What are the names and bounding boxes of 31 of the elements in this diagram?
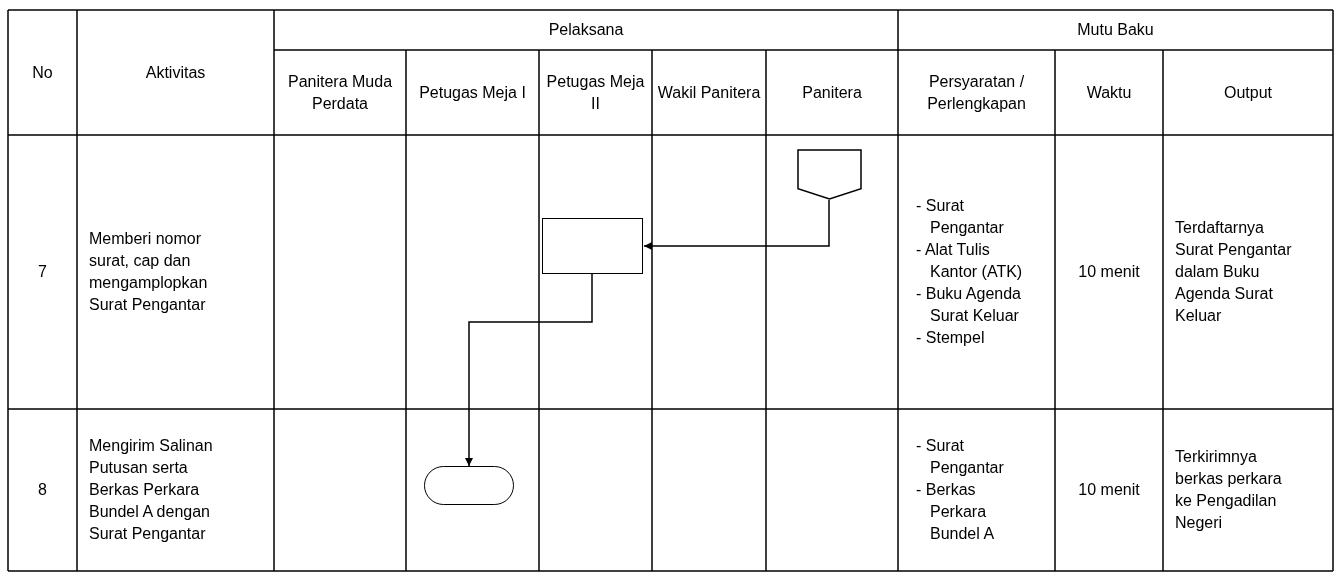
row-number: 7 <box>38 262 47 282</box>
column-group-header: Pelaksana <box>548 20 624 40</box>
duration-text: 10 menit <box>1078 480 1140 500</box>
process-box <box>542 218 643 274</box>
arrow <box>643 199 830 250</box>
column-header: Aktivitas <box>145 62 206 83</box>
row-number: 8 <box>38 480 47 500</box>
duration-text: 10 menit <box>1078 262 1140 282</box>
output-description: Terdaftarnya Surat Pengantar dalam Buku Agenda Surat Keluar <box>1175 218 1293 326</box>
column-header: Output <box>1224 82 1272 103</box>
requirement-item: - Alat Tulis Kantor (ATK) <box>915 240 1024 282</box>
output-description: Terkirimnya berkas perkara ke Pengadilan Negeri <box>1175 447 1283 533</box>
column-header: No <box>32 62 53 83</box>
lane-header: Petugas Meja I <box>419 82 526 103</box>
column-header: Persyaratan / Perlengkapan <box>926 71 1027 114</box>
column-header: Waktu <box>1086 82 1132 103</box>
lane-header: Panitera <box>802 82 862 103</box>
off-page-connector <box>797 149 862 200</box>
lane-header: Panitera Muda Perdata <box>286 71 394 114</box>
arrow <box>465 273 593 467</box>
requirement-item: - Surat Pengantar <box>915 436 1005 478</box>
requirement-item: - Buku Agenda Surat Keluar <box>915 284 1022 326</box>
lane-header: Petugas Meja II <box>545 71 646 114</box>
lane-header: Wakil Panitera <box>657 82 761 103</box>
requirement-item: - Berkas Perkara Bundel A <box>915 480 996 544</box>
requirement-item: - Surat Pengantar <box>915 196 1005 238</box>
requirement-item: - Stempel <box>915 328 986 348</box>
activity-description: Memberi nomor surat, cap dan mengamplopkan Surat Pengantar <box>89 229 209 315</box>
column-group-header: Mutu Baku <box>1077 20 1154 40</box>
activity-description: Mengirim Salinan Putusan serta Berkas Perkara Bundel A dengan Surat Pengantar <box>89 436 214 544</box>
terminator-shape <box>424 466 514 505</box>
